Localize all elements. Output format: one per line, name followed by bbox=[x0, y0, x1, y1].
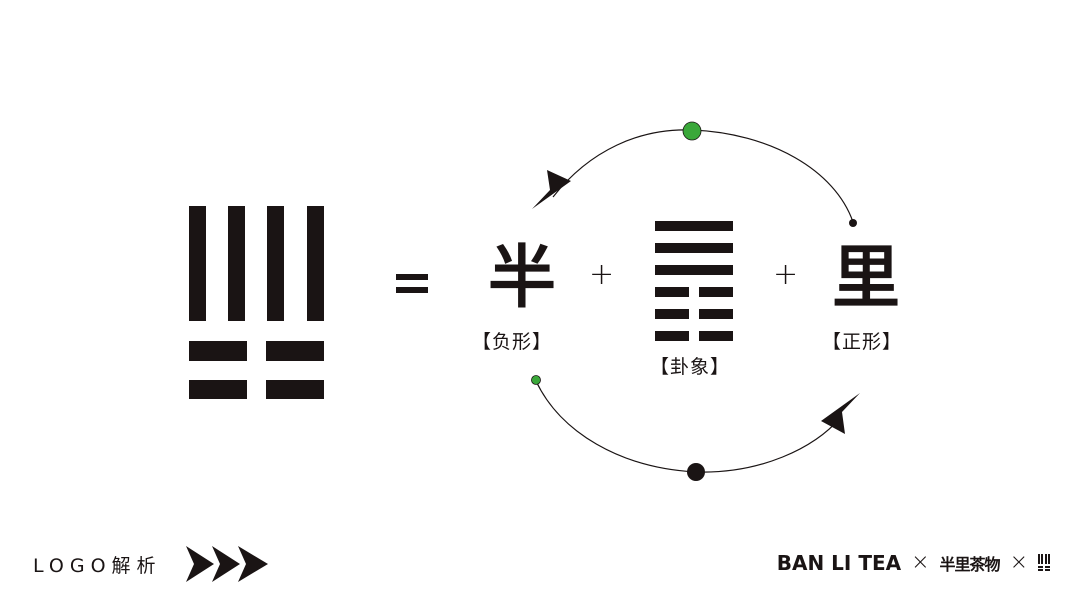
separator-1: × bbox=[911, 550, 930, 575]
lower-arc bbox=[535, 380, 841, 473]
right-small-dot bbox=[849, 219, 857, 227]
brand-name-en: BAN LI TEA bbox=[776, 550, 902, 575]
arrow-lower-right-icon bbox=[821, 393, 860, 434]
left-small-green-dot bbox=[531, 375, 541, 385]
bottom-black-dot bbox=[687, 463, 705, 481]
caption-trigram-image: 【卦象】 bbox=[650, 356, 731, 378]
brand-logo-mark bbox=[189, 206, 324, 399]
caption-positive-form: 【正形】 bbox=[822, 331, 903, 353]
equals-sign bbox=[396, 274, 428, 294]
top-green-dot bbox=[682, 121, 702, 141]
caption-negative-form: 【负形】 bbox=[472, 331, 553, 353]
logo-analysis-label: LOGO解析 bbox=[33, 555, 162, 577]
mini-logo-icon bbox=[1038, 554, 1050, 571]
hexagram-icon bbox=[655, 221, 733, 343]
separator-2: × bbox=[1009, 550, 1028, 575]
plus-sign-2: + bbox=[773, 257, 799, 292]
plus-sign-1: + bbox=[589, 257, 615, 292]
glyph-li: 里 bbox=[831, 239, 900, 318]
arrow-upper-left-icon bbox=[532, 170, 571, 209]
brand-name-cn: 半里茶物 bbox=[939, 554, 1001, 574]
glyph-ban: 半 bbox=[487, 239, 556, 318]
upper-arc bbox=[552, 129, 854, 223]
brand-signature: BAN LI TEA × 半里茶物 × bbox=[777, 550, 1050, 575]
triple-arrow-icon bbox=[186, 546, 268, 582]
